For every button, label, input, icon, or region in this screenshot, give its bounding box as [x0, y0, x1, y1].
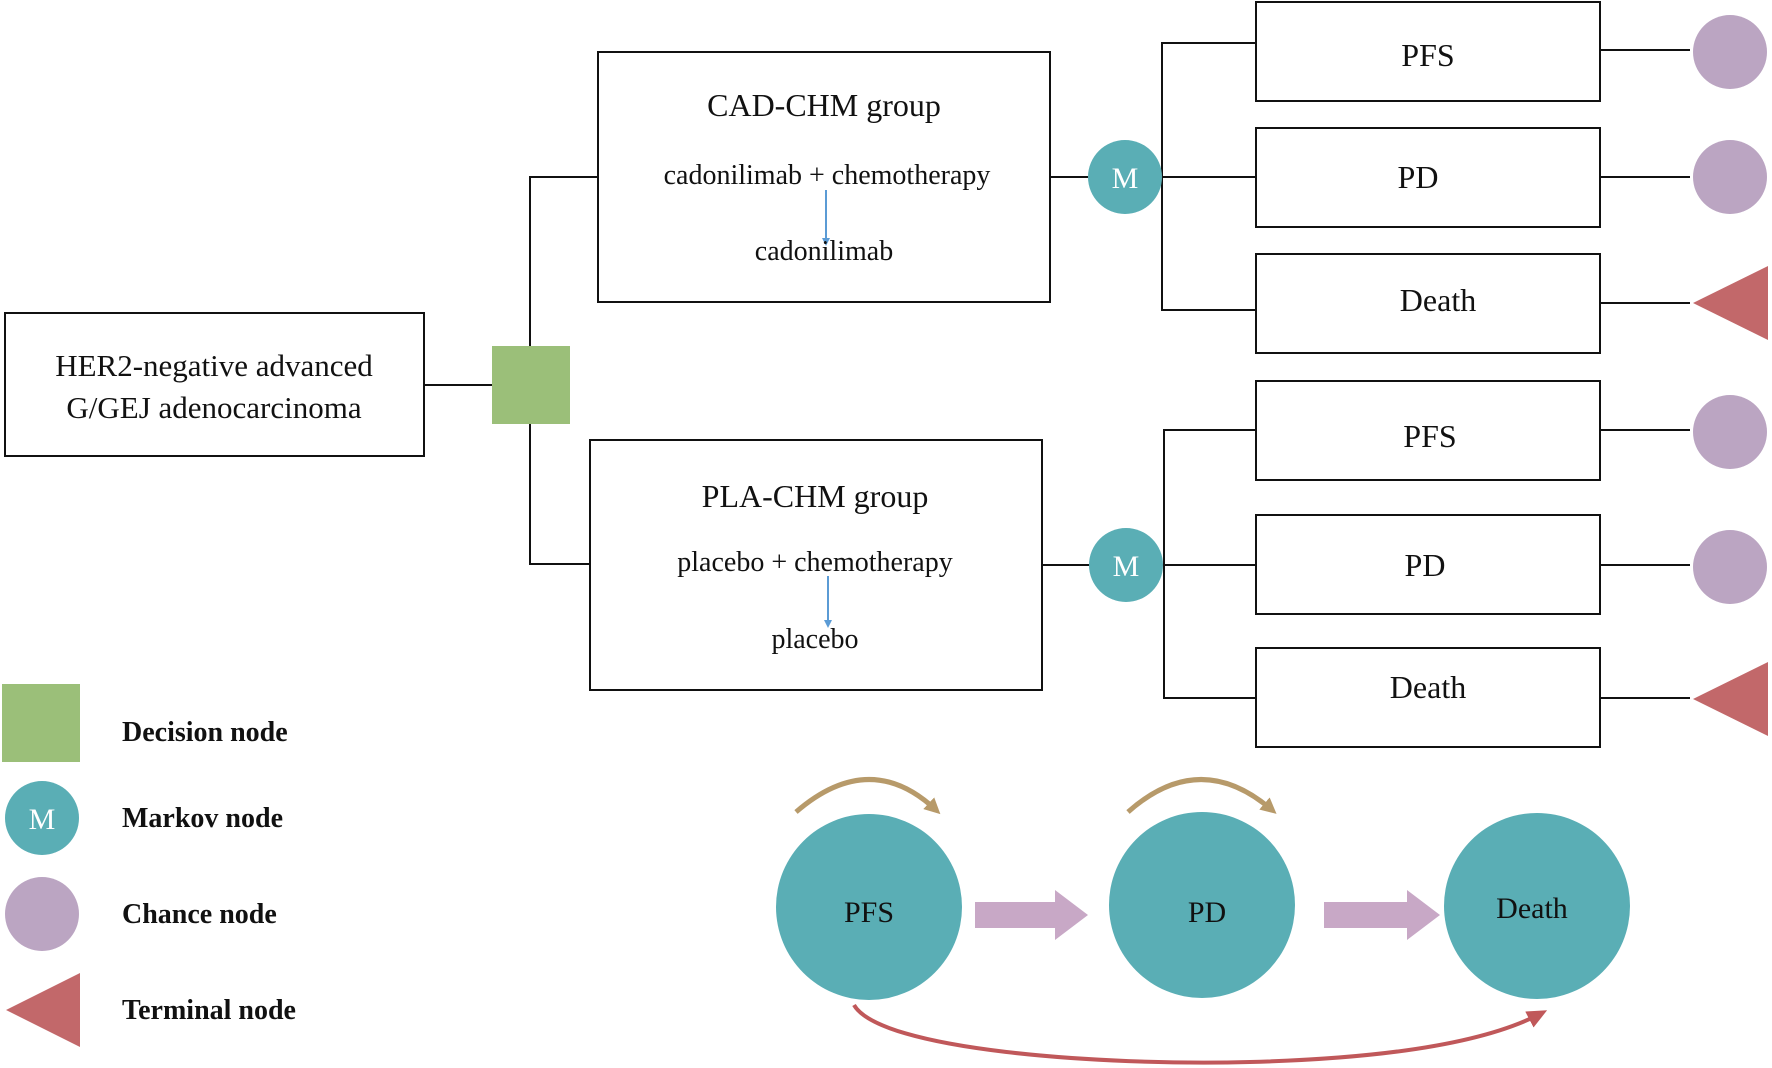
group-title-cad-chm: CAD-CHM group: [707, 87, 941, 123]
state-label-2-death: Death: [1390, 669, 1466, 705]
transition-arrow-pfs-to-pd: [975, 890, 1088, 940]
group-regimen-pla-chm: placebo + chemotherapy: [677, 547, 952, 578]
group-maintenance-cad-chm: cadonilimab: [755, 236, 893, 267]
markov-node-1: [1088, 140, 1162, 214]
state-label-2-pfs: PFS: [1403, 418, 1456, 454]
transition-state-pfs: [776, 814, 962, 1000]
transition-state-death: [1444, 813, 1630, 999]
chance-node-1-pfs: [1693, 15, 1767, 89]
legend-decision-label: Decision node: [122, 717, 288, 748]
state-label-1-death: Death: [1400, 282, 1476, 318]
state-box-2-pfs: [1255, 380, 1601, 481]
self-loop-pfs: [794, 777, 941, 815]
chance-node-2-pfs: [1693, 395, 1767, 469]
markov-node-2-label: M: [1113, 550, 1140, 583]
root-box: [4, 312, 425, 457]
state-box-2-death: [1255, 647, 1601, 748]
state-label-1-pfs: PFS: [1401, 37, 1454, 73]
transition-state-pfs-label: PFS: [844, 896, 894, 929]
group-maintenance-pla-chm: placebo: [771, 624, 858, 655]
group-title-pla-chm: PLA-CHM group: [702, 478, 929, 514]
chance-node-2-pd: [1693, 530, 1767, 604]
state-label-2-pd: PD: [1405, 547, 1446, 583]
group-box-cad-chm: [597, 51, 1051, 303]
legend-terminal-label: Terminal node: [122, 995, 296, 1026]
self-loop-pd: [1126, 777, 1277, 814]
legend-markov-icon: [5, 781, 79, 855]
legend-markov-icon-label: M: [29, 803, 56, 836]
state-label-1-pd: PD: [1398, 159, 1439, 195]
state-box-1-death: [1255, 253, 1601, 354]
state-box-1-pfs: [1255, 1, 1601, 102]
transition-state-pd-label: PD: [1188, 896, 1226, 929]
transition-state-death-label: Death: [1496, 892, 1568, 925]
group-box-pla-chm: [589, 439, 1043, 691]
terminal-node-2-death: [1693, 662, 1768, 736]
legend-terminal-icon: [6, 973, 80, 1047]
group-regimen-cad-chm: cadonilimab + chemotherapy: [664, 160, 991, 191]
markov-node-1-label: M: [1112, 162, 1139, 195]
legend-markov-label: Markov node: [122, 803, 283, 834]
transition-arrow-pd-to-death: [1324, 890, 1440, 940]
root-label-line2: G/GEJ adenocarcinoma: [66, 390, 361, 425]
markov-node-2: [1089, 528, 1163, 602]
state-box-1-pd: [1255, 127, 1601, 228]
legend-decision-icon: [2, 684, 80, 762]
transition-state-pd: [1109, 812, 1295, 998]
transition-arc-pfs-to-death: [852, 1003, 1548, 1065]
legend-chance-icon: [5, 877, 79, 951]
decision-node: [492, 346, 570, 424]
legend-chance-label: Chance node: [122, 899, 277, 930]
terminal-node-1-death: [1693, 266, 1768, 340]
root-label-line1: HER2-negative advanced: [55, 348, 373, 383]
chance-node-1-pd: [1693, 140, 1767, 214]
